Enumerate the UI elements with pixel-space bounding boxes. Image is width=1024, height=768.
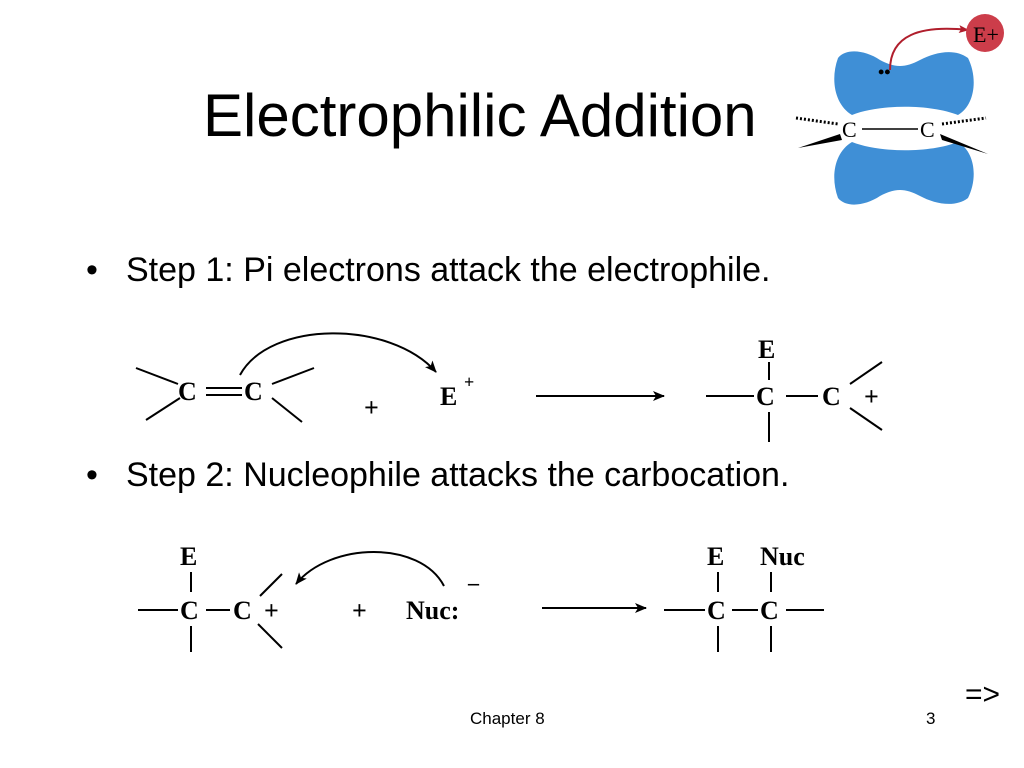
footer-chapter: Chapter 8 [470, 709, 545, 728]
step2-plus: + [352, 596, 367, 625]
step2-product-substituent-left: E [707, 542, 724, 571]
step2-reactant-carbon-left: C [180, 596, 199, 625]
orbital-wedge-bond [940, 134, 988, 154]
step2-product-carbon-right: C [760, 596, 779, 625]
step2-reactant-charge: + [264, 596, 279, 625]
orbital-wedge-bond [798, 134, 842, 148]
step2-product-substituent-right: Nuc [760, 542, 805, 571]
electrophile-ball [966, 14, 1004, 52]
step1-plus: + [364, 393, 379, 422]
footer-page-number: 3 [926, 709, 936, 728]
step1-electrophile-charge: + [464, 372, 474, 392]
step1-alkene-carbon-right: C [244, 377, 263, 406]
bullet-text: Step 2: Nucleophile attacks the carbocat… [126, 456, 790, 494]
bullet-text: Step 1: Pi electrons attack the electrop… [126, 251, 771, 289]
orbital-carbon-left: C [842, 117, 857, 142]
bullet-step-1: • Step 1: Pi electrons attack the electro… [86, 250, 770, 290]
electrophile-ball-label: E+ [973, 22, 999, 47]
bullet-step-2: • Step 2: Nucleophile attacks the carboca… [86, 455, 789, 495]
orbital-hashed-bond [941, 116, 987, 126]
step1-product-charge: + [864, 382, 879, 411]
slide-title: Electrophilic Addition [203, 82, 757, 149]
bullet-marker: • [86, 456, 98, 494]
electron-pair-dots: •• [878, 62, 891, 82]
bullet-marker: • [86, 251, 98, 289]
step2-reactant-substituent: E [180, 542, 197, 571]
lower-pi-lobe [834, 142, 974, 205]
step2-nucleophile: Nuc: [406, 596, 459, 625]
step1-electrophile: E [440, 382, 457, 411]
step1-product-carbon-left: C [756, 382, 775, 411]
step1-product-carbon-right: C [822, 382, 841, 411]
electron-attack-arrow [889, 25, 969, 71]
orbital-hashed-bond [795, 116, 839, 126]
orbital-carbon-right: C [920, 117, 935, 142]
pi-orbital-diagram: •• E+ C C [795, 14, 1004, 205]
step2-nucleophile-charge: – [467, 570, 480, 595]
step1-alkene-carbon-left: C [178, 377, 197, 406]
step1-curved-arrow [239, 332, 437, 376]
next-slide-link[interactable]: => [965, 678, 1001, 711]
step1-scheme: C C + E + E C C + [135, 332, 883, 442]
step2-product-carbon-left: C [707, 596, 726, 625]
step2-curved-arrow [295, 551, 445, 587]
step2-scheme: E C C + + Nuc: – E Nuc C C [138, 542, 824, 652]
step1-product-substituent: E [758, 335, 775, 364]
upper-pi-lobe [834, 51, 974, 115]
step2-reactant-carbon-right: C [233, 596, 252, 625]
